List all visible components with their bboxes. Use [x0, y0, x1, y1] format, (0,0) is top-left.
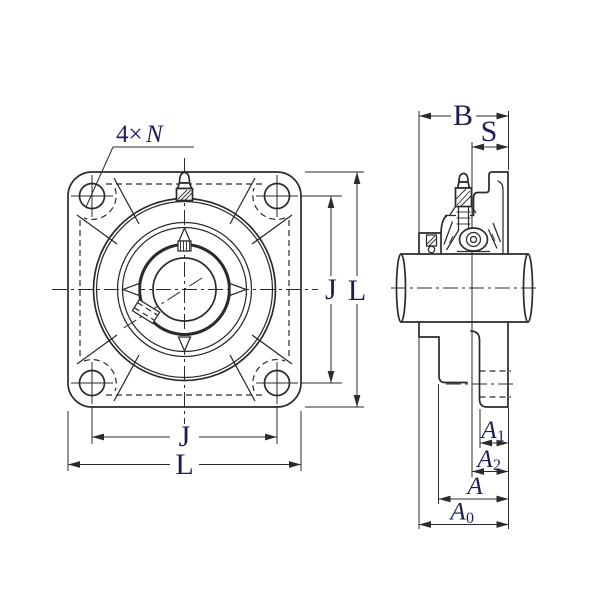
dim-label-a1-sub: 1 [497, 428, 505, 445]
shaft [391, 253, 538, 323]
dim-center-to-flange-face: S [472, 115, 509, 151]
locking-collar [418, 232, 442, 255]
front-view: 4× N J L [52, 121, 366, 481]
bolt-hole-callout: 4× N [85, 121, 194, 208]
lower-silhouette [418, 321, 517, 408]
housing-boss-inner-circle [95, 200, 274, 379]
extension-lines-side [418, 111, 509, 529]
dim-unit-width: B [419, 99, 509, 132]
dim-label-a0-sub: 0 [466, 510, 474, 527]
dim-label-a: A [465, 473, 483, 500]
dim-label-a1: A [479, 417, 497, 444]
dim-label-b: B [453, 99, 473, 132]
dim-a2: A 2 [472, 446, 509, 475]
insert-lube-fitting-icon [177, 226, 192, 252]
hidden-recess-lines [79, 183, 290, 396]
dim-flange-width: L [68, 448, 301, 481]
flange-plate-inner-fillet [497, 180, 504, 254]
dim-label-l-horizontal: L [175, 448, 193, 481]
corner-boss-hidden-arc [252, 187, 286, 221]
dim-bolt-spacing-vertical: J [325, 196, 337, 383]
dim-a: A [438, 473, 509, 503]
dim-flange-height: L [348, 172, 366, 407]
set-screw-icon [131, 298, 161, 325]
dim-label-j-vertical: J [325, 273, 337, 306]
set-screw-axis [121, 277, 203, 330]
bolt-hole-size-label: N [145, 121, 164, 148]
bolt-hole-top-right [256, 175, 298, 217]
dim-label-j-horizontal: J [179, 420, 191, 453]
grease-fitting-icon [175, 171, 194, 202]
housing-left-profile [440, 214, 448, 234]
dim-label-l-vertical: L [348, 274, 366, 307]
side-view: B S A 1 A 2 A A 0 [391, 99, 538, 529]
dim-label-a2: A [475, 446, 493, 473]
seat-outer-circle [116, 221, 253, 358]
corner-boss-hidden-arc [83, 187, 117, 221]
slot-wedges [121, 282, 248, 353]
leader-line [85, 146, 114, 208]
flange-plate-top-profile [472, 171, 509, 255]
bolt-hole-top-left [71, 175, 113, 217]
bolt-hole-bottom-right [256, 362, 298, 404]
dim-label-a0: A [448, 499, 466, 526]
corner-boss-hidden-arc [252, 358, 286, 392]
corner-boss-hidden-arc [83, 358, 117, 392]
dim-bolt-spacing-horizontal: J [92, 420, 277, 453]
collar-set-screw-icon [425, 234, 438, 254]
flange-plate-lower [470, 330, 509, 408]
dim-label-a2-sub: 2 [493, 457, 501, 474]
bearing-insert-end [443, 221, 502, 253]
bolt-hole-qty-label: 4× [116, 121, 143, 148]
dim-label-s: S [481, 115, 498, 148]
collar-and-boss-lower [418, 321, 468, 384]
dim-a0: A 0 [419, 499, 509, 528]
bolt-hole-bottom-left [71, 362, 113, 404]
housing-section [440, 171, 509, 255]
grease-fitting-side-icon [454, 172, 473, 231]
bore-circle [152, 257, 217, 322]
dim-a1: A 1 [479, 417, 509, 447]
